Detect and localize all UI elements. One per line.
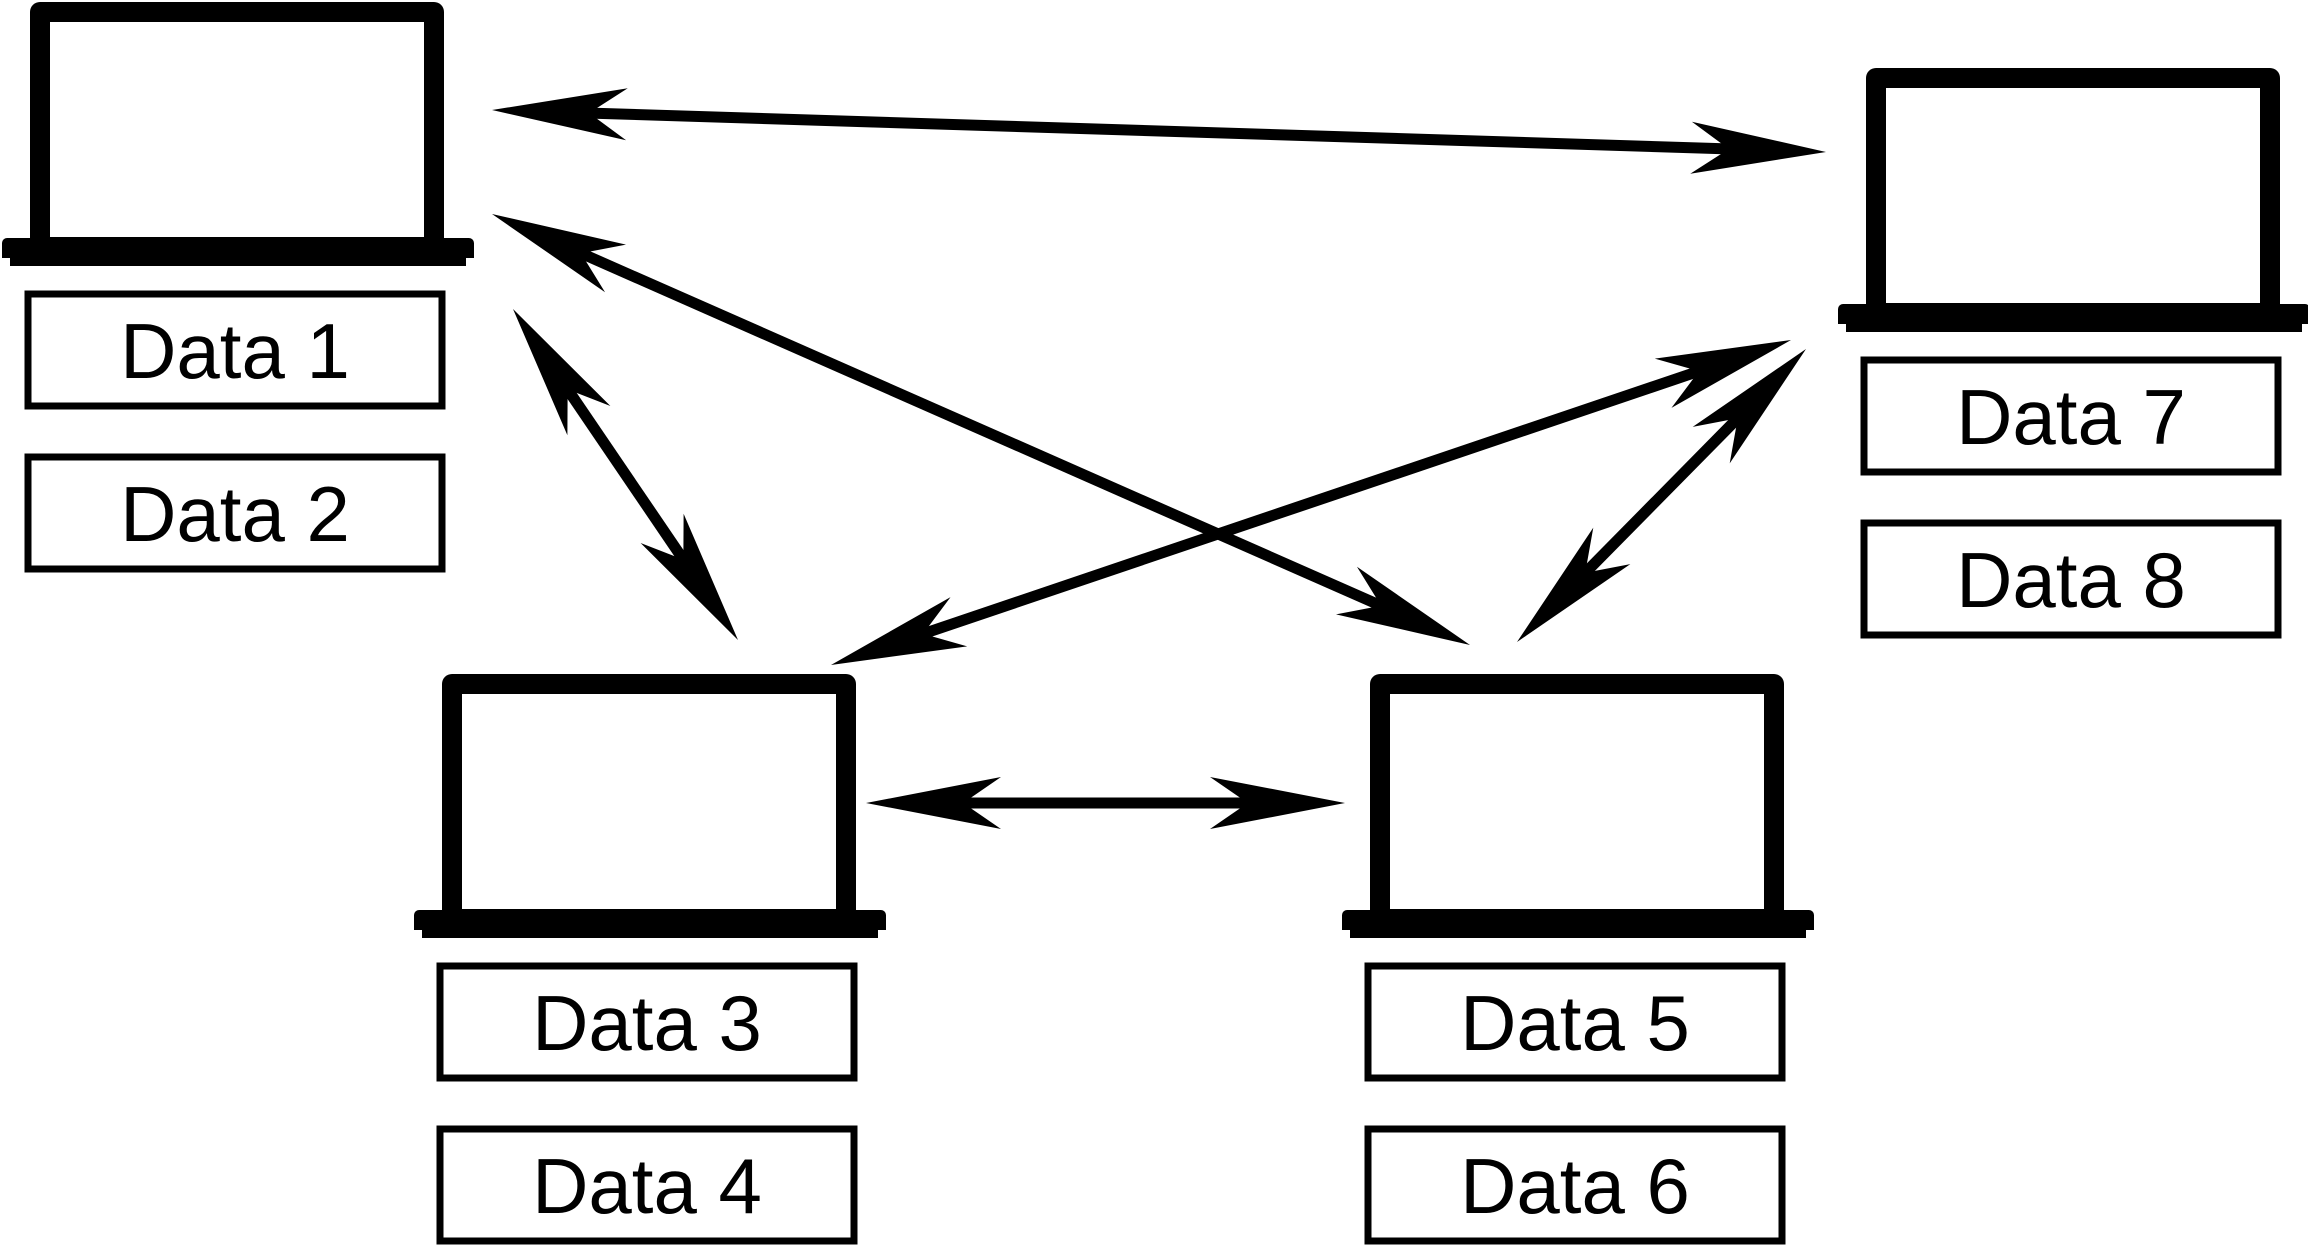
arrow-laptop-2-laptop-4: [831, 340, 1791, 665]
laptop-base-notch: [414, 930, 422, 938]
laptop-screen-icon: [1866, 68, 2280, 323]
arrowhead-icon: [1692, 349, 1806, 464]
data-box: [436, 1125, 858, 1245]
data-box: [24, 453, 446, 573]
data-box: [1364, 1125, 1786, 1245]
arrow-laptop-3-laptop-4: [1517, 349, 1806, 642]
data-box: [1860, 356, 2282, 476]
data-label: Data 4: [532, 1142, 762, 1230]
arrow-shaft: [576, 247, 1386, 612]
arrowhead-icon: [1517, 527, 1631, 642]
arrow-shaft: [918, 365, 1704, 640]
arrowhead-icon: [1210, 777, 1345, 829]
arrowhead-icon: [831, 597, 968, 665]
laptop-1: Data 1 Data 2: [2, 2, 474, 573]
arrowhead-icon: [640, 513, 738, 640]
laptop-base-icon: [2, 238, 474, 266]
arrowhead-icon: [513, 309, 611, 436]
laptop-screen-icon: [442, 674, 856, 929]
laptop-2: Data 3 Data 4: [414, 674, 886, 1245]
arrowhead-icon: [1690, 121, 1826, 174]
laptop-base-icon: [1342, 910, 1814, 938]
arrow-laptop-1-laptop-4: [492, 88, 1826, 174]
data-label: Data 1: [120, 307, 350, 395]
laptop-base-notch: [1342, 930, 1350, 938]
connection-arrows: [492, 88, 1826, 829]
arrow-shaft: [586, 107, 1732, 155]
data-box: [1364, 962, 1786, 1082]
arrowhead-icon: [492, 214, 627, 293]
laptop-screen-icon: [1370, 674, 1784, 929]
arrow-shaft: [1579, 412, 1744, 579]
laptop-base-notch: [1838, 324, 1846, 332]
data-label: Data 7: [1956, 373, 2186, 461]
laptop-base-icon: [1838, 304, 2308, 332]
data-box: [436, 962, 858, 1082]
arrow-shaft: [561, 384, 690, 565]
laptop-base-notch: [466, 258, 474, 266]
data-label: Data 5: [1460, 979, 1690, 1067]
data-label: Data 3: [532, 979, 762, 1067]
laptop-3: Data 5 Data 6: [1342, 674, 1814, 1245]
data-label: Data 2: [120, 470, 350, 558]
data-label: Data 8: [1956, 536, 2186, 624]
laptop-4: Data 7 Data 8: [1838, 68, 2308, 639]
arrowhead-icon: [866, 777, 1001, 829]
arrowhead-icon: [492, 88, 628, 141]
arrowhead-icon: [1654, 340, 1791, 408]
data-label: Data 6: [1460, 1142, 1690, 1230]
arrow-laptop-2-laptop-3: [866, 777, 1345, 829]
data-box: [24, 290, 446, 410]
laptop-base-notch: [2302, 324, 2308, 332]
data-box: [1860, 519, 2282, 639]
arrow-laptop-1-laptop-3: [492, 214, 1470, 645]
laptop-base-notch: [878, 930, 886, 938]
laptop-base-icon: [414, 910, 886, 938]
laptop-base-notch: [1806, 930, 1814, 938]
laptop-screen-icon: [30, 2, 444, 257]
arrowhead-icon: [1335, 566, 1470, 645]
laptop-base-notch: [2, 258, 10, 266]
arrow-laptop-1-laptop-2: [513, 309, 738, 640]
